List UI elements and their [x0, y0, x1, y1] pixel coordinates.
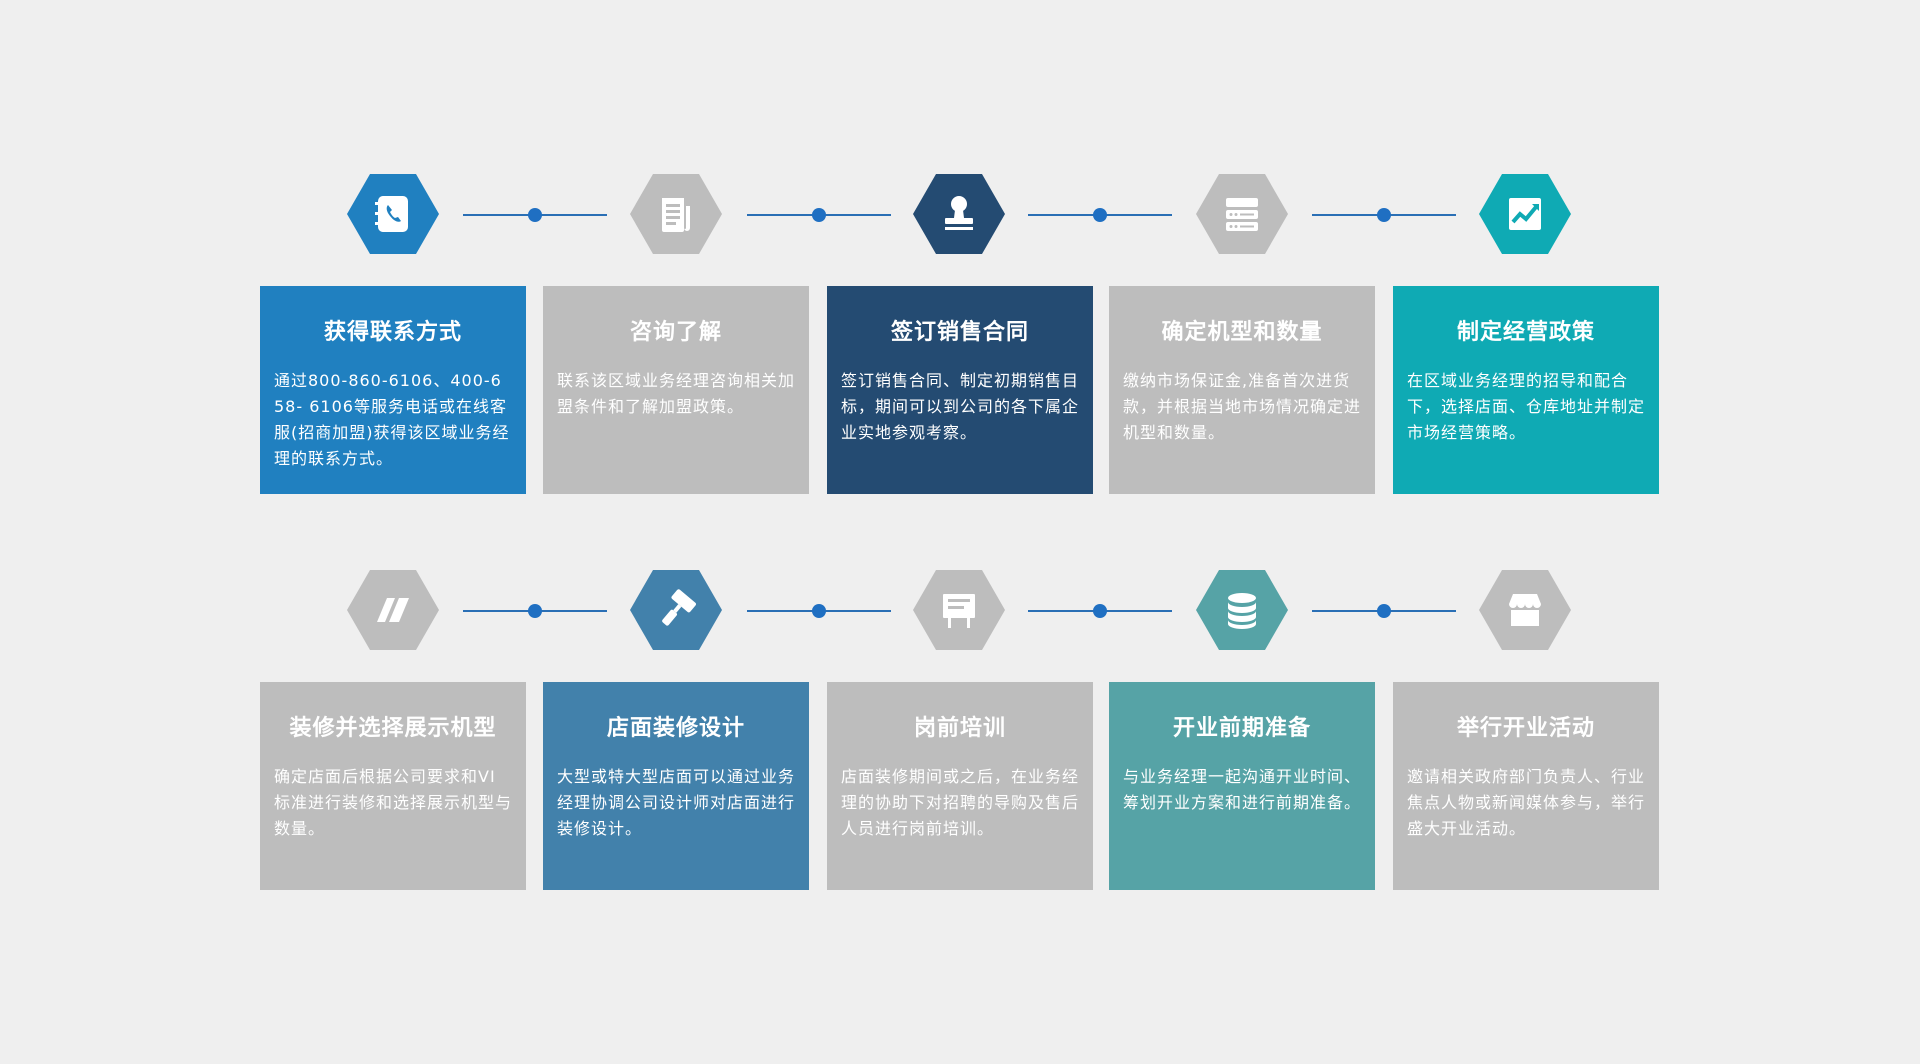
paint-roller-icon: [662, 589, 696, 626]
step-4-hex: [1196, 174, 1288, 254]
connector-line: [463, 208, 607, 222]
step-description: 大型或特大型店面可以通过业务经理协调公司设计师对店面进行装修设计。: [557, 767, 796, 838]
connector-line: [1028, 604, 1172, 618]
step-card-3: 签订销售合同 签订销售合同、制定初期销售目标，期间可以到公司的各下属企业实地参观…: [827, 286, 1093, 494]
step-description: 联系该区域业务经理咨询相关加盟条件和了解加盟政策。: [557, 371, 796, 416]
step-title: 装修并选择展示机型: [289, 716, 497, 741]
step-7-hex: [630, 570, 722, 650]
step-3-hex: [913, 174, 1005, 254]
step-description: 店面装修期间或之后，在业务经理的协助下对招聘的导购及售后人员进行岗前培训。: [841, 767, 1080, 838]
parallelogram-icon: [377, 598, 409, 622]
stamp-icon: [945, 196, 973, 230]
step-card-5: 制定经营政策 在区域业务经理的招导和配合下，选择店面、仓库地址并制定市场经营策略…: [1393, 286, 1659, 494]
step-title: 咨询了解: [629, 320, 722, 345]
connector-dot: [528, 604, 542, 618]
step-card-8: 岗前培训 店面装修期间或之后，在业务经理的协助下对招聘的导购及售后人员进行岗前培…: [827, 682, 1093, 890]
connector-dot: [1377, 604, 1391, 618]
step-title: 举行开业活动: [1456, 716, 1595, 741]
connector-dot: [812, 208, 826, 222]
step-6-hex: [347, 570, 439, 650]
connector-line: [1312, 604, 1456, 618]
connector-dot: [528, 208, 542, 222]
step-10-hex: [1479, 570, 1571, 650]
connector-dot: [1377, 208, 1391, 222]
step-card-2: 咨询了解 联系该区域业务经理咨询相关加盟条件和了解加盟政策。: [543, 286, 809, 494]
server-icon: [1226, 198, 1258, 231]
phone-book-icon: [375, 196, 408, 232]
step-title: 签订销售合同: [890, 320, 1029, 345]
step-description: 通过800-860-6106、400-658- 6106等服务电话或在线客服(招…: [274, 371, 510, 468]
document-icon: [662, 198, 690, 232]
step-description: 与业务经理一起沟通开业时间、筹划开业方案和进行前期准备。: [1123, 767, 1362, 812]
step-card-6: 装修并选择展示机型 确定店面后根据公司要求和VI标准进行装修和选择展示机型与数量…: [260, 682, 526, 890]
coins-icon: [1228, 593, 1256, 629]
shop-icon: [1509, 594, 1541, 626]
step-title: 店面装修设计: [606, 716, 745, 741]
step-description: 确定店面后根据公司要求和VI标准进行装修和选择展示机型与数量。: [274, 767, 513, 838]
step-title: 确定机型和数量: [1161, 320, 1323, 345]
step-1-hex: [347, 174, 439, 254]
step-2-hex: [630, 174, 722, 254]
connector-line: [747, 604, 891, 618]
step-description: 签订销售合同、制定初期销售目标，期间可以到公司的各下属企业实地参观考察。: [841, 371, 1080, 442]
step-description: 在区域业务经理的招导和配合下，选择店面、仓库地址并制定市场经营策略。: [1407, 371, 1646, 442]
connector-dot: [1093, 604, 1107, 618]
connector-dot: [812, 604, 826, 618]
step-title: 岗前培训: [913, 716, 1006, 741]
connector-line: [1312, 208, 1456, 222]
step-description: 缴纳市场保证金,准备首次进货款，并根据当地市场情况确定进机型和数量。: [1123, 371, 1362, 442]
step-card-1: 获得联系方式 通过800-860-6106、400-658- 6106等服务电话…: [260, 286, 526, 494]
step-card-7: 店面装修设计 大型或特大型店面可以通过业务经理协调公司设计师对店面进行装修设计。: [543, 682, 809, 890]
step-card-4: 确定机型和数量 缴纳市场保证金,准备首次进货款，并根据当地市场情况确定进机型和数…: [1109, 286, 1375, 494]
step-8-hex: [913, 570, 1005, 650]
step-card-10: 举行开业活动 邀请相关政府部门负责人、行业焦点人物或新闻媒体参与，举行盛大开业活…: [1393, 682, 1659, 890]
connector-dot: [1093, 208, 1107, 222]
easel-icon: [943, 594, 975, 628]
step-title: 开业前期准备: [1172, 716, 1311, 741]
step-5-hex: [1479, 174, 1571, 254]
step-description: 邀请相关政府部门负责人、行业焦点人物或新闻媒体参与，举行盛大开业活动。: [1407, 767, 1646, 838]
step-card-9: 开业前期准备 与业务经理一起沟通开业时间、筹划开业方案和进行前期准备。: [1109, 682, 1375, 890]
connector-line: [463, 604, 607, 618]
connector-line: [747, 208, 891, 222]
growth-chart-icon: [1509, 198, 1541, 230]
step-title: 获得联系方式: [323, 320, 462, 345]
step-title: 制定经营政策: [1456, 320, 1595, 345]
connector-line: [1028, 208, 1172, 222]
step-9-hex: [1196, 570, 1288, 650]
